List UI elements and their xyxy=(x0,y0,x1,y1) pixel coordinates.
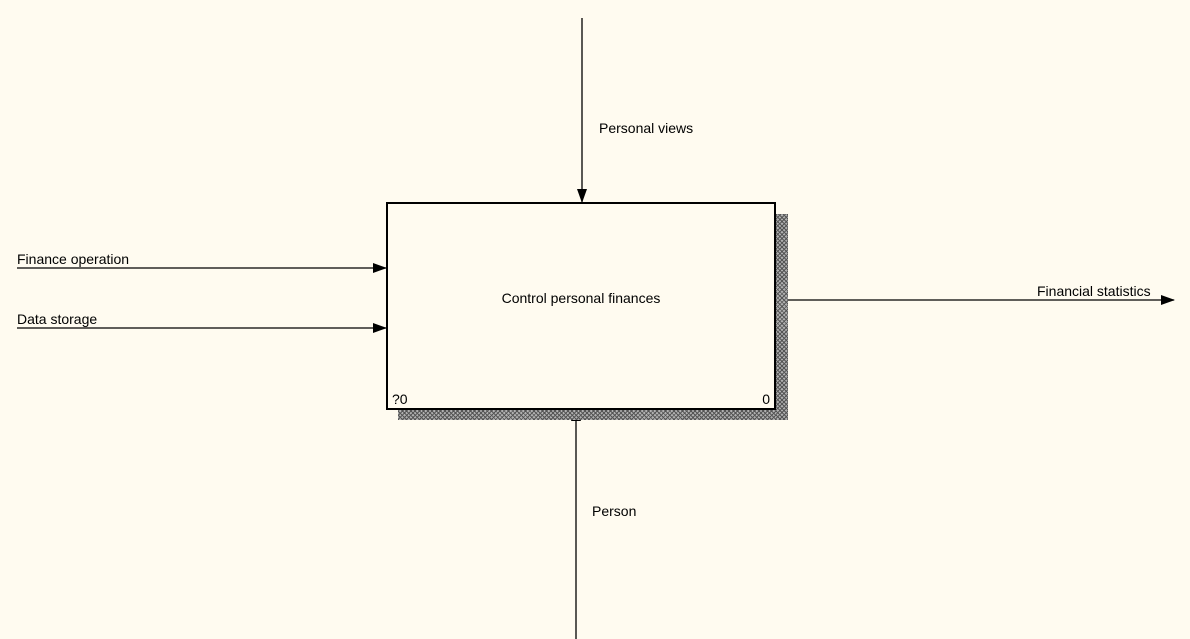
mechanism-label: Person xyxy=(592,503,637,519)
input-label-finance-operation: Finance operation xyxy=(17,251,130,267)
activity-title: Control personal finances xyxy=(501,290,661,306)
output-label-financial-statistics: Financial statistics xyxy=(1037,283,1151,299)
activity-node-ref: ?0 xyxy=(392,391,408,407)
activity-box-shadow-bottom xyxy=(398,410,776,420)
activity-number: 0 xyxy=(762,391,770,407)
input-label-data-storage: Data storage xyxy=(17,311,98,327)
control-label: Personal views xyxy=(599,120,694,136)
activity-box-shadow-right xyxy=(776,214,788,420)
activity-box[interactable]: Control personal finances ?0 0 xyxy=(386,202,776,410)
